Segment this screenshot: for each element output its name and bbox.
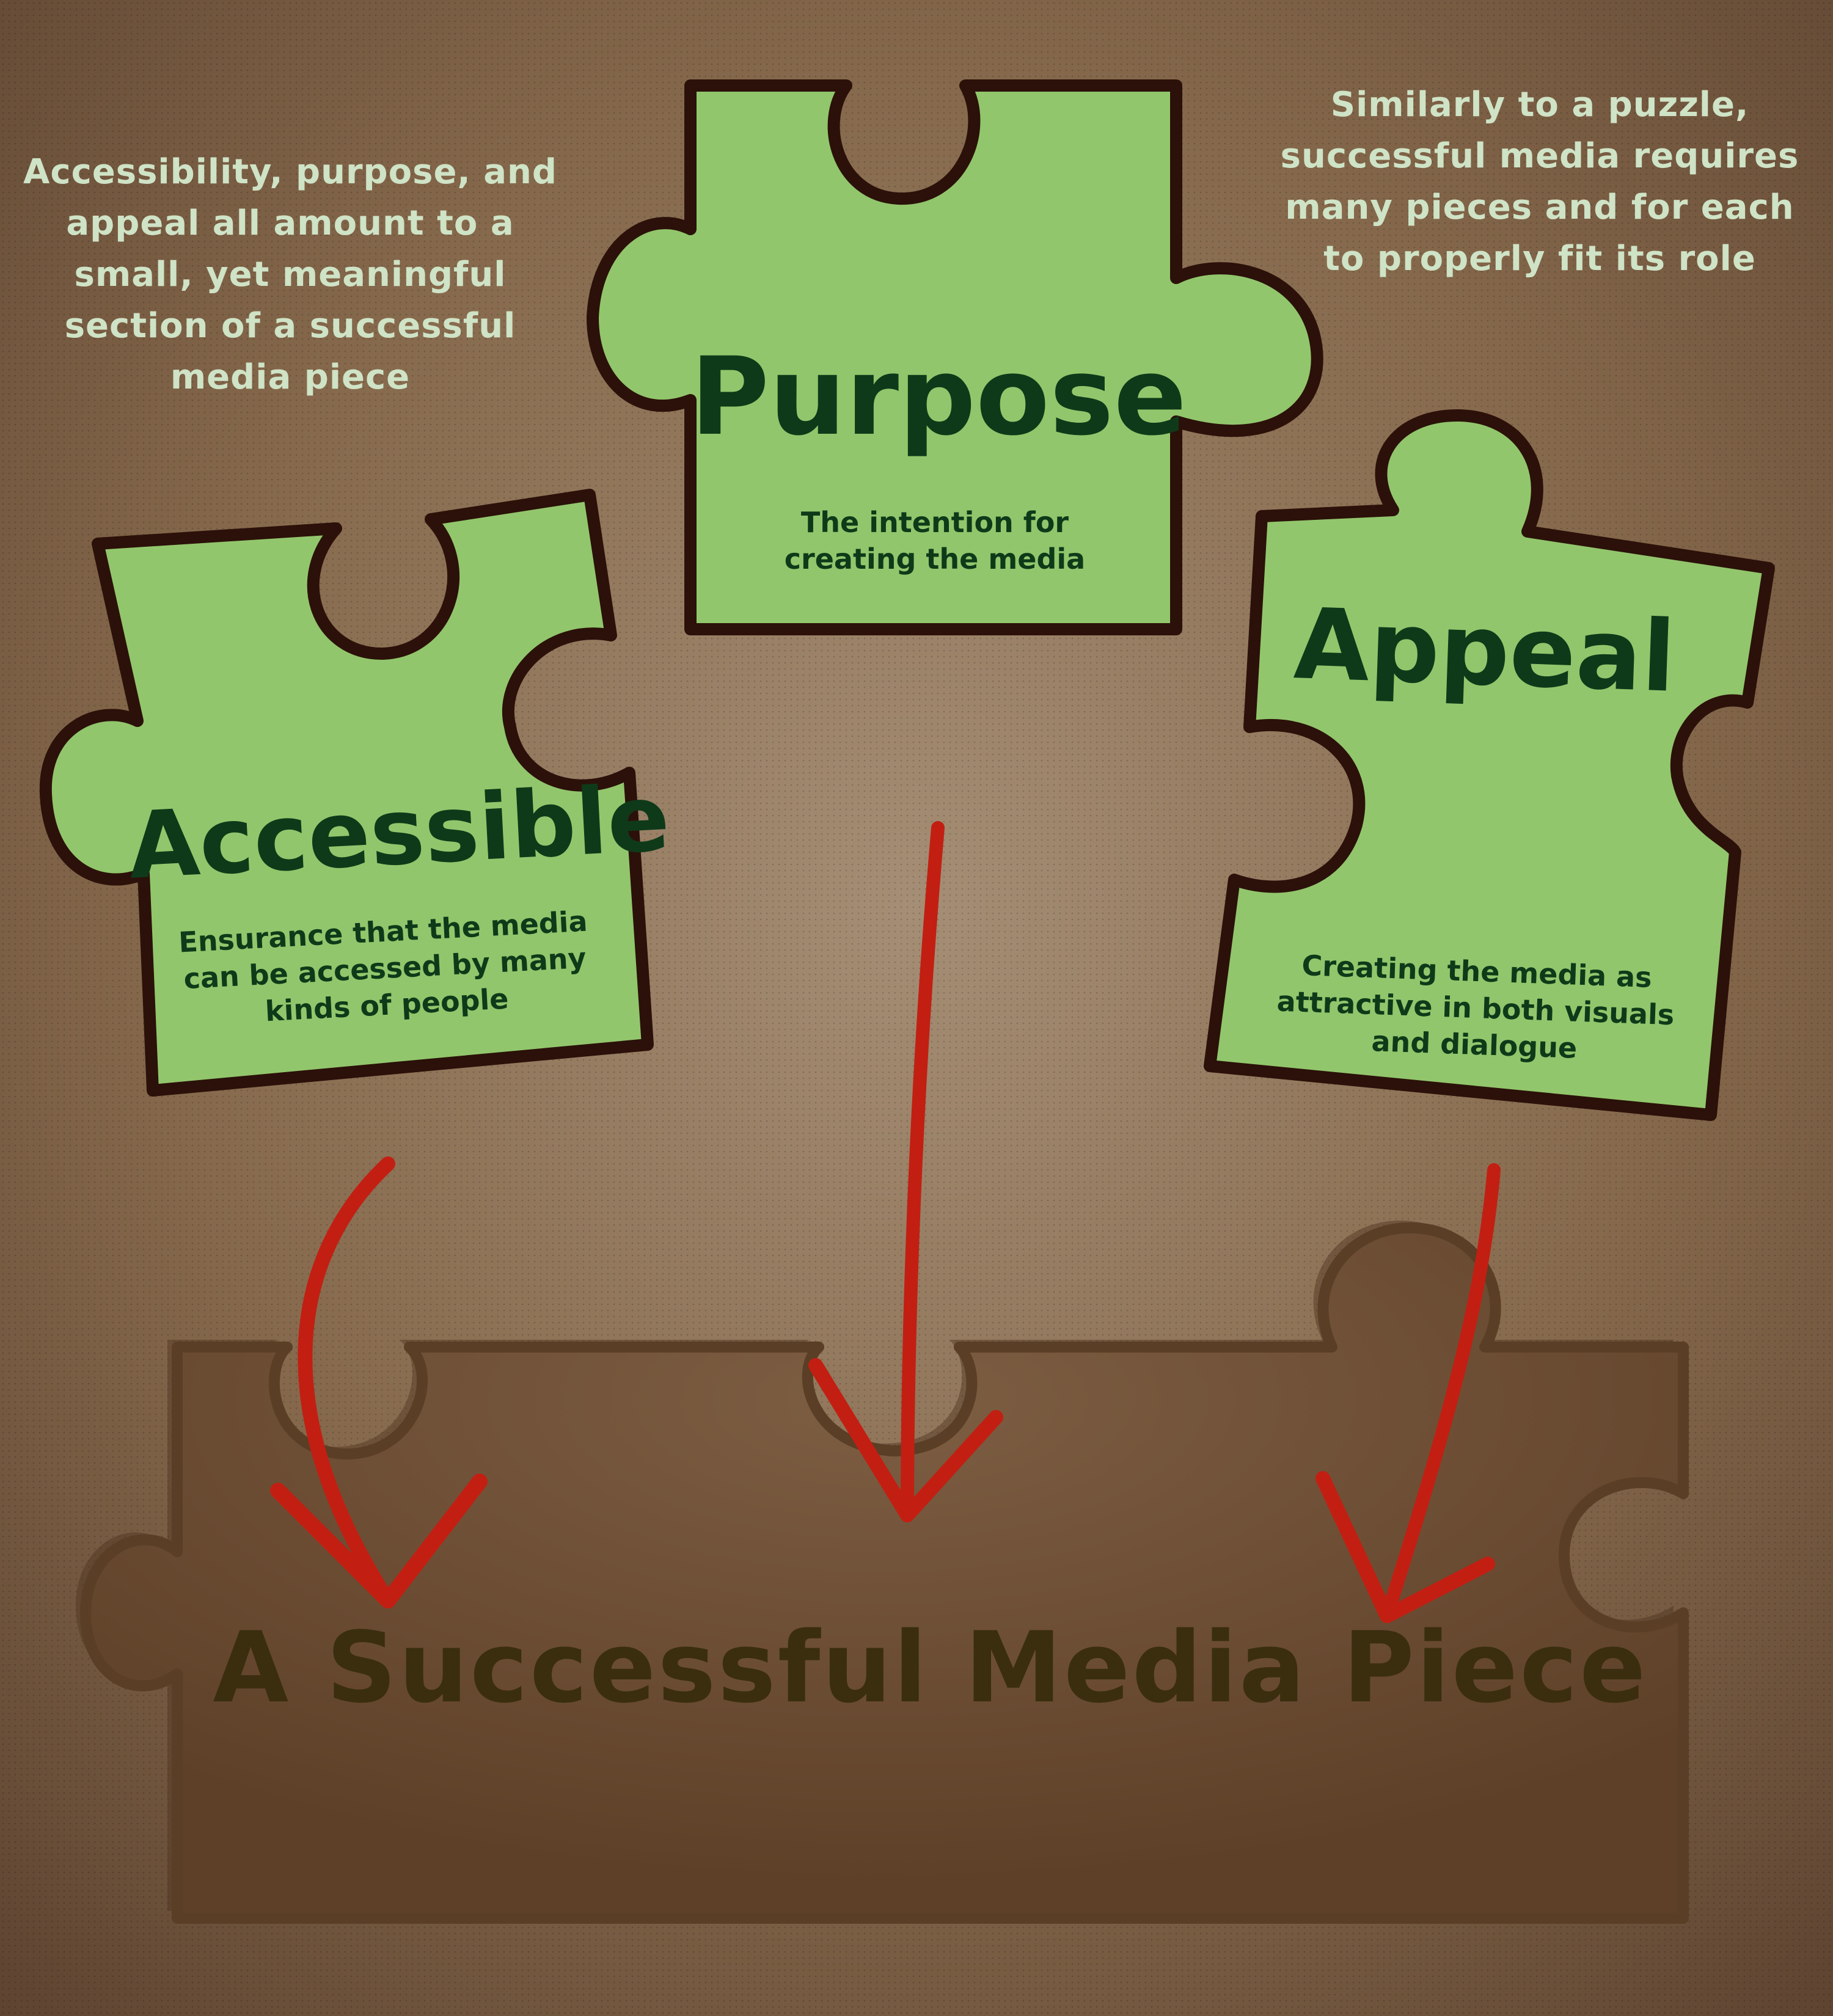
- appeal-description: Creating the media as attractive in both…: [1276, 949, 1675, 1065]
- arrow-middle: [901, 821, 945, 1522]
- arrows: [270, 821, 1501, 1623]
- arrow-left: [298, 1156, 395, 1608]
- arrow-right-head: [1315, 1471, 1495, 1623]
- accessible-piece: [39, 489, 654, 1097]
- arrow-middle-head: [808, 1358, 1003, 1522]
- base-piece: [80, 1222, 1689, 1924]
- arrow-right: [1380, 1163, 1501, 1623]
- purpose-title: Purpose: [690, 334, 1187, 459]
- appeal-title: Appeal: [1292, 586, 1678, 714]
- caption-left: Accessibility, purpose, and appeal all a…: [23, 152, 557, 397]
- purpose-piece: [587, 79, 1323, 635]
- appeal-piece: [1204, 409, 1775, 1121]
- arrow-left-head: [270, 1474, 488, 1609]
- base-title: A Successful Media Piece: [213, 1610, 1648, 1725]
- caption-right: Similarly to a puzzle, successful media …: [1280, 85, 1799, 279]
- purpose-description: The intention for creating the media: [784, 506, 1086, 575]
